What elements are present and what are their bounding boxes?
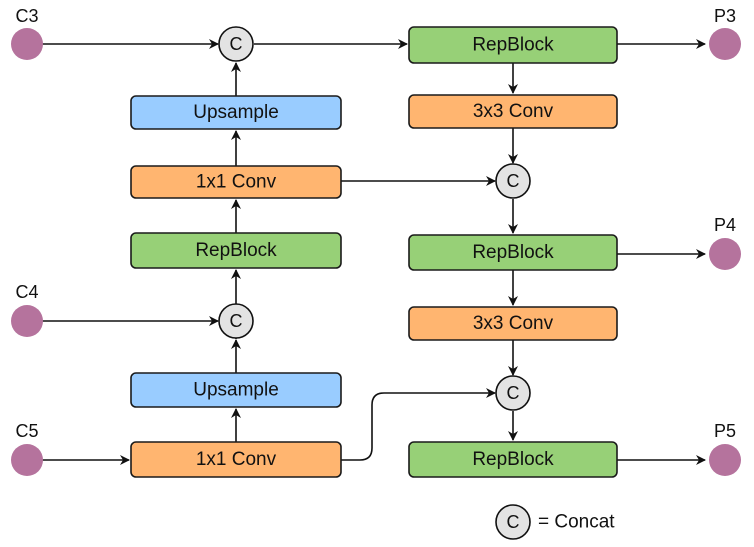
input-node-dot [11, 305, 43, 337]
edge-conv-bottom-to-concat4 [341, 388, 496, 461]
input-node-dot [11, 444, 43, 476]
block-upsample-top: Upsample [130, 95, 342, 130]
block-conv1x1-bottom: 1x1 Conv [130, 441, 342, 478]
block-label: 1x1 Conv [196, 172, 277, 193]
block-label: RepBlock [472, 242, 554, 263]
output-label: P5 [714, 421, 736, 441]
output-label: P4 [714, 215, 736, 235]
input-c5: C5 [11, 421, 43, 476]
block-label: Upsample [193, 380, 279, 401]
legend-text: = Concat [538, 512, 615, 533]
concat-node-4: C [495, 375, 531, 411]
concat-symbol: C [230, 311, 243, 331]
legend-symbol: C [507, 512, 520, 532]
concat-symbol: C [230, 34, 243, 54]
concat-symbol: C [507, 383, 520, 403]
concat-symbol: C [507, 171, 520, 191]
output-label: P3 [714, 6, 736, 26]
concat-node-3: C [218, 303, 254, 339]
block-label: 3x3 Conv [473, 313, 554, 334]
input-node-dot [11, 28, 43, 60]
block-label: RepBlock [472, 449, 554, 470]
output-p3: P3 [709, 6, 741, 60]
block-conv1x1-top: 1x1 Conv [130, 165, 342, 199]
legend-concat-icon [495, 504, 531, 540]
block-label: RepBlock [195, 240, 277, 261]
block-conv3x3-top: 3x3 Conv [408, 94, 618, 129]
block-label: Upsample [193, 102, 279, 123]
input-label: C5 [15, 421, 38, 441]
block-label: 1x1 Conv [196, 449, 277, 470]
block-label: RepBlock [472, 35, 554, 56]
output-p4: P4 [709, 215, 741, 270]
output-node-dot [709, 238, 741, 270]
output-node-dot [709, 444, 741, 476]
block-repblock-left: RepBlock [130, 232, 342, 269]
output-p5: P5 [709, 421, 741, 476]
block-repblock-top: RepBlock [408, 26, 618, 64]
block-repblock-bottom: RepBlock [408, 441, 618, 478]
block-label: 3x3 Conv [473, 101, 554, 122]
input-c3: C3 [11, 6, 43, 60]
legend: C = Concat [495, 504, 615, 540]
input-label: C4 [15, 282, 38, 302]
concat-node-1: C [218, 26, 254, 62]
input-c4: C4 [11, 282, 43, 337]
block-conv3x3-mid: 3x3 Conv [408, 306, 618, 341]
output-node-dot [709, 28, 741, 60]
concat-node-2: C [495, 163, 531, 199]
block-repblock-mid: RepBlock [408, 234, 618, 271]
input-label: C3 [15, 6, 38, 26]
block-upsample-bottom: Upsample [130, 372, 342, 408]
